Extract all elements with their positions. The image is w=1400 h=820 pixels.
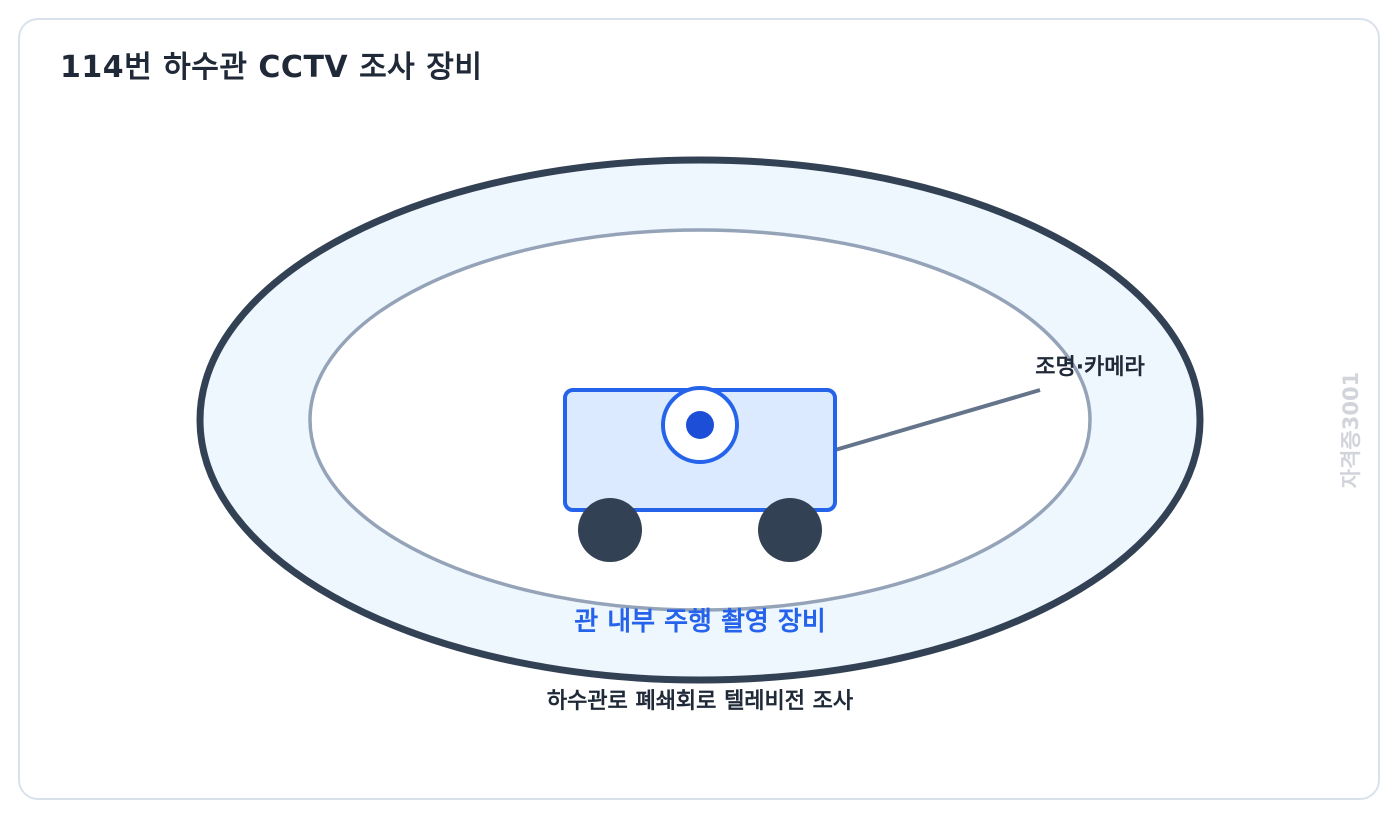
inner-equipment-label: 관 내부 주행 촬영 장비 [574, 607, 826, 637]
page-title: 114번 하수관 CCTV 조사 장비 [60, 50, 483, 85]
watermark: 자격증3001 [1339, 372, 1363, 488]
camera-callout-line [834, 388, 1041, 452]
right-wheel [758, 498, 822, 562]
left-wheel [578, 498, 642, 562]
outer-survey-label: 하수관로 폐쇄회로 텔레비전 조사 [547, 689, 854, 714]
camera-label: 조명·카메라 [1035, 355, 1145, 380]
camera-lens-inner [686, 411, 714, 439]
